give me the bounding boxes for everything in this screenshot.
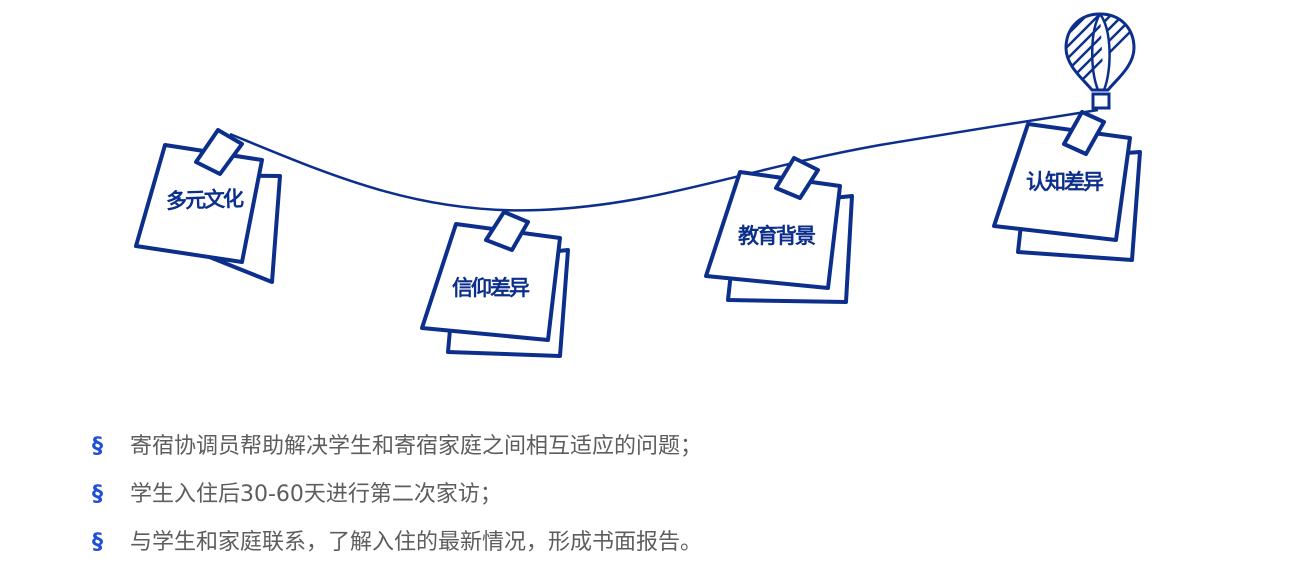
clothesline-rope [229,108,1099,212]
list-item: § 与学生和家庭联系，了解入住的最新情况，形成书面报告。 [92,528,702,576]
section-mark: § [92,482,103,507]
note-label-1: 多元文化 [165,186,243,214]
note-label-3: 教育背景 [738,224,816,248]
bullet-text-2: 学生入住后30-60天进行第二次家访； [130,482,502,507]
sticky-note-4 [992,110,1142,262]
section-mark: § [92,530,103,555]
list-item: § 学生入住后30-60天进行第二次家访； [92,480,702,528]
sticky-note-3 [704,156,854,304]
sticky-note-1 [134,128,282,284]
list-item: § 寄宿协调员帮助解决学生和寄宿家庭之间相互适应的问题； [92,432,702,480]
hot-air-balloon-icon [1064,12,1136,110]
bullet-list: § 寄宿协调员帮助解决学生和寄宿家庭之间相互适应的问题； § 学生入住后30-6… [92,432,702,576]
bullet-text-1: 寄宿协调员帮助解决学生和寄宿家庭之间相互适应的问题； [130,434,703,459]
note-label-2: 信仰差异 [452,276,530,300]
sticky-note-2 [420,210,570,358]
note-label-4: 认知差异 [1026,170,1104,194]
section-mark: § [92,434,103,459]
bullet-text-3: 与学生和家庭联系，了解入住的最新情况，形成书面报告。 [130,530,703,555]
clothesline-illustration [134,12,1142,358]
